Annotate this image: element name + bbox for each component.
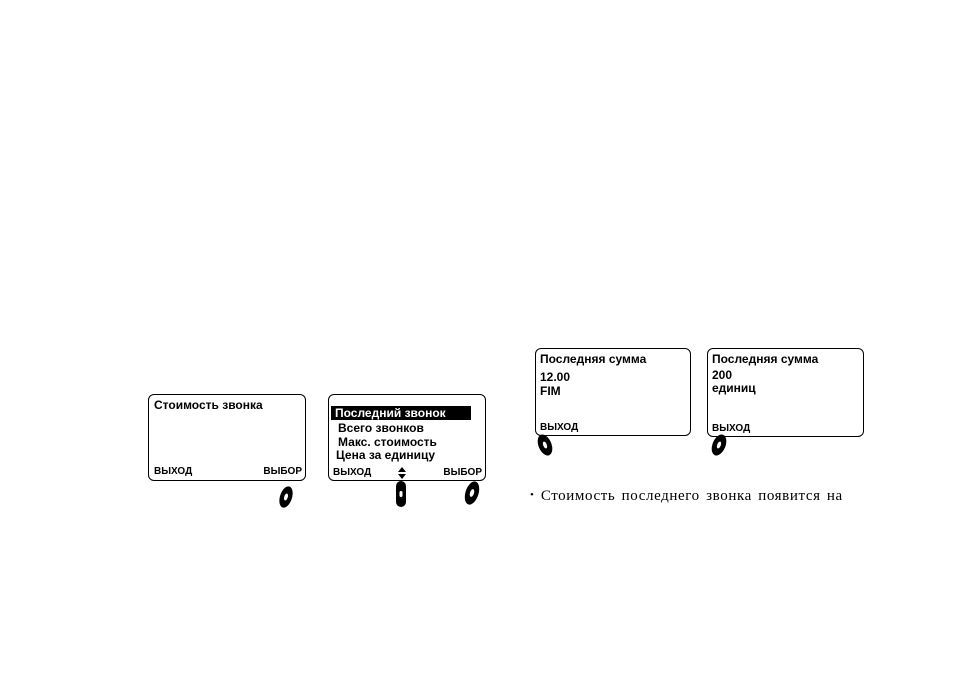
menu-item-unit-price[interactable]: Цена за единицу (336, 448, 435, 462)
note-text: Стоимость последнего звонка появится на (541, 488, 843, 504)
exit-softkey[interactable]: ВЫХОД (154, 466, 192, 477)
select-softkey[interactable]: ВЫБОР (263, 466, 302, 477)
last-call-note: • Стоимость последнего звонка появится н… (530, 488, 843, 505)
left-soft-key-icon[interactable] (709, 432, 729, 458)
call-cost-title: Стоимость звонка (154, 398, 263, 412)
up-down-arrows-icon (398, 467, 406, 479)
last-amount-value: 200 (712, 368, 732, 382)
menu-item-total-calls[interactable]: Всего звонков (338, 421, 424, 435)
right-soft-key-icon[interactable] (276, 484, 296, 510)
call-cost-screen: Стоимость звонка ВЫХОД ВЫБОР (148, 394, 306, 481)
call-cost-menu-screen: Последний звонок Всего звонков Макс. сто… (328, 394, 486, 481)
last-amount-unit: FIM (540, 384, 561, 398)
last-amount-title: Последняя сумма (540, 352, 646, 366)
right-soft-key-icon[interactable] (461, 479, 483, 507)
menu-item-max-cost[interactable]: Макс. стоимость (338, 435, 437, 449)
exit-softkey[interactable]: ВЫХОД (333, 467, 371, 478)
navigation-key-icon[interactable] (394, 479, 408, 509)
left-soft-key-icon[interactable] (535, 432, 555, 458)
bullet: • (530, 489, 534, 501)
menu-item-last-call[interactable]: Последний звонок (331, 406, 471, 420)
last-amount-units-screen: Последняя сумма 200 единиц ВЫХОД (707, 348, 864, 437)
select-softkey[interactable]: ВЫБОР (443, 467, 482, 478)
last-amount-title: Последняя сумма (712, 352, 818, 366)
last-amount-unit: единиц (712, 381, 756, 395)
last-amount-value: 12.00 (540, 370, 570, 384)
last-amount-currency-screen: Последняя сумма 12.00 FIM ВЫХОД (535, 348, 691, 436)
